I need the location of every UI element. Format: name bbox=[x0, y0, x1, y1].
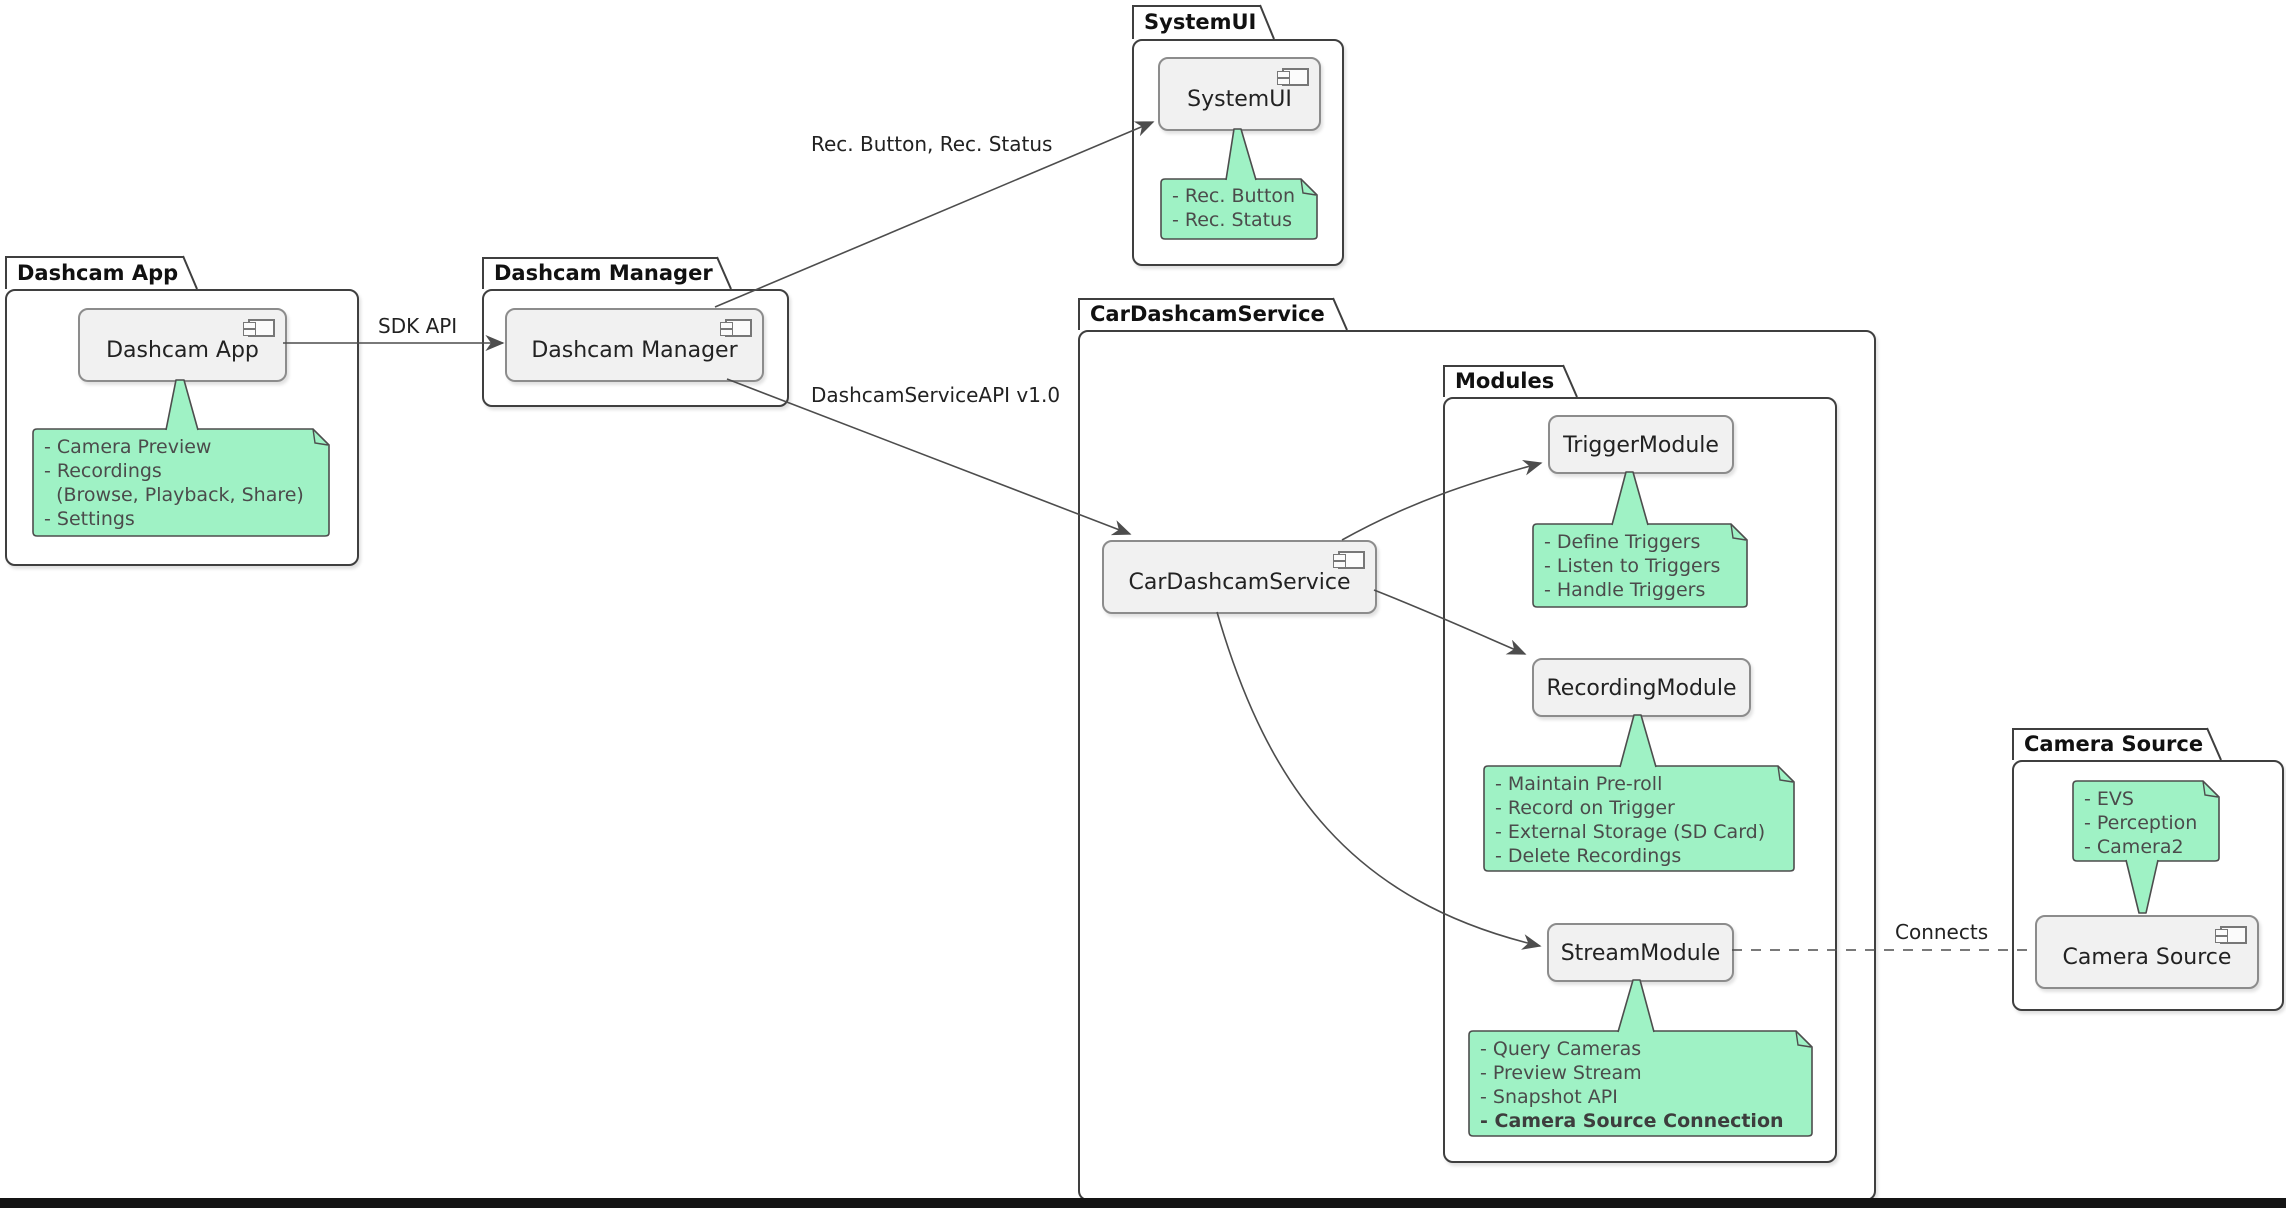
note-line: - Rec. Status bbox=[1172, 209, 1293, 231]
tab-diagonal-car-dashcam-service bbox=[1332, 297, 1348, 331]
note-line: - Rec. Button bbox=[1172, 185, 1296, 207]
component-recording-module: RecordingModule bbox=[1532, 658, 1751, 717]
package-tab-dashcam-app: Dashcam App bbox=[5, 256, 183, 289]
tab-diagonal-dashcam-app bbox=[182, 255, 198, 290]
note-line: - Camera Source Connection bbox=[1480, 1110, 1784, 1132]
component-car-dashcam-service: CarDashcamService bbox=[1102, 540, 1377, 614]
edge-label-connects: Connects bbox=[1895, 920, 1989, 944]
component-dashcam-manager: Dashcam Manager bbox=[505, 308, 764, 382]
note-line: - Delete Recordings bbox=[1495, 845, 1682, 867]
note-line: - Preview Stream bbox=[1480, 1062, 1642, 1084]
tab-diagonal-camera-source bbox=[2206, 727, 2222, 761]
edge-label-sdk-api: SDK API bbox=[378, 314, 458, 338]
note-line: - Snapshot API bbox=[1480, 1086, 1618, 1108]
note-line: - Record on Trigger bbox=[1495, 797, 1675, 819]
component-dashcam-app: Dashcam App bbox=[78, 308, 287, 382]
note-shape bbox=[2072, 780, 2220, 862]
package-tab-camera-source: Camera Source bbox=[2012, 728, 2207, 760]
note-stream-module: - Query Cameras - Preview Stream - Snaps… bbox=[1468, 1030, 1813, 1137]
note-shape bbox=[32, 428, 330, 537]
note-dashcam-app: - Camera Preview - Recordings (Browse, P… bbox=[32, 428, 330, 537]
package-title-modules: Modules bbox=[1455, 369, 1555, 393]
package-title-dashcam-manager: Dashcam Manager bbox=[494, 261, 713, 285]
note-line: - Listen to Triggers bbox=[1544, 555, 1721, 577]
note-line: - Camera2 bbox=[2084, 836, 2184, 858]
component-icon bbox=[720, 319, 752, 337]
tab-diagonal-systemui bbox=[1259, 4, 1275, 40]
note-camera-source: - EVS - Perception - Camera2 bbox=[2072, 780, 2220, 862]
note-recording-module: - Maintain Pre-roll - Record on Trigger … bbox=[1483, 765, 1795, 872]
component-camera-source: Camera Source bbox=[2035, 915, 2259, 989]
note-line: - Query Cameras bbox=[1480, 1038, 1642, 1060]
edge-label-dashcam-service-api: DashcamServiceAPI v1.0 bbox=[811, 383, 1061, 407]
package-title-car-dashcam-service: CarDashcamService bbox=[1090, 302, 1325, 326]
package-title-camera-source: Camera Source bbox=[2024, 732, 2204, 756]
edge-label-rec-button-status: Rec. Button, Rec. Status bbox=[811, 132, 1053, 156]
note-line: - Settings bbox=[44, 508, 135, 530]
note-line: - External Storage (SD Card) bbox=[1495, 821, 1766, 843]
note-line: - EVS bbox=[2084, 788, 2134, 810]
component-icon bbox=[1333, 551, 1365, 569]
note-line: - Define Triggers bbox=[1544, 531, 1701, 553]
component-trigger-module: TriggerModule bbox=[1548, 415, 1734, 474]
component-name-trigger-module: TriggerModule bbox=[1563, 433, 1719, 458]
note-line: - Handle Triggers bbox=[1544, 579, 1706, 601]
component-name-camera-source: Camera Source bbox=[2062, 944, 2232, 970]
note-trigger-module: - Define Triggers - Listen to Triggers -… bbox=[1532, 523, 1748, 608]
note-shape bbox=[1160, 178, 1318, 240]
bottom-bar bbox=[0, 1198, 2286, 1208]
note-line: (Browse, Playback, Share) bbox=[44, 484, 304, 506]
component-systemui: SystemUI bbox=[1158, 57, 1321, 131]
component-name-car-dashcam-service: CarDashcamService bbox=[1128, 569, 1351, 595]
tab-diagonal-dashcam-manager bbox=[716, 256, 732, 290]
component-icon bbox=[2215, 926, 2247, 944]
note-shape bbox=[1468, 1030, 1813, 1137]
note-line: - Perception bbox=[2084, 812, 2198, 834]
package-tab-modules: Modules bbox=[1443, 365, 1563, 397]
note-line: - Maintain Pre-roll bbox=[1495, 773, 1663, 795]
note-line: - Recordings bbox=[44, 460, 162, 482]
note-line: - Camera Preview bbox=[44, 436, 212, 458]
note-systemui: - Rec. Button - Rec. Status bbox=[1160, 178, 1318, 240]
component-name-recording-module: RecordingModule bbox=[1546, 676, 1737, 701]
package-tab-systemui: SystemUI bbox=[1132, 5, 1260, 39]
package-tab-dashcam-manager: Dashcam Manager bbox=[482, 257, 717, 289]
component-name-stream-module: StreamModule bbox=[1560, 941, 1721, 966]
component-icon bbox=[243, 319, 275, 337]
package-tab-car-dashcam-service: CarDashcamService bbox=[1078, 298, 1333, 330]
component-stream-module: StreamModule bbox=[1547, 923, 1734, 982]
component-name-systemui: SystemUI bbox=[1187, 86, 1292, 112]
component-icon bbox=[1277, 68, 1309, 86]
package-title-systemui: SystemUI bbox=[1144, 10, 1257, 34]
package-title-dashcam-app: Dashcam App bbox=[17, 260, 179, 285]
component-name-dashcam-app: Dashcam App bbox=[106, 337, 259, 363]
component-name-dashcam-manager: Dashcam Manager bbox=[531, 337, 738, 363]
